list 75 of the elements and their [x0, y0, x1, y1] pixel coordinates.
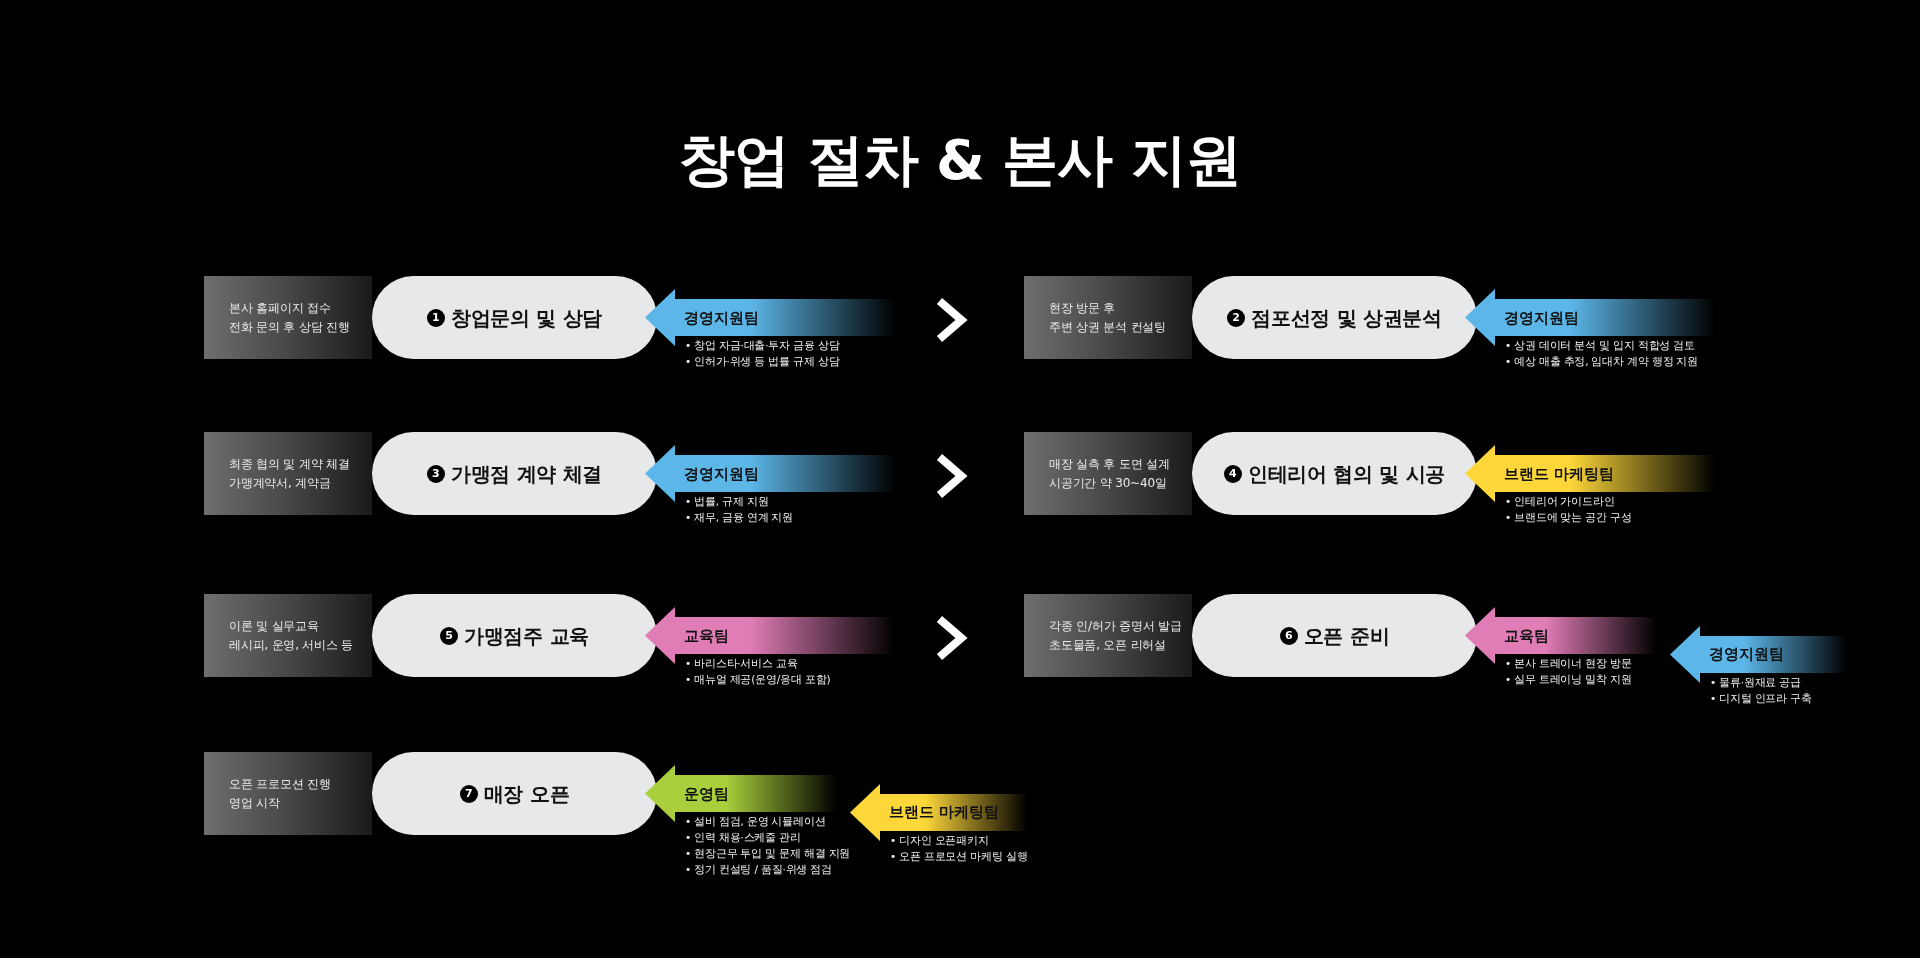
step-title: 창업문의 및 상담 [450, 305, 603, 330]
number-badge: 2 [1227, 308, 1246, 327]
description-text: 오픈 프로모션 진행 [229, 776, 331, 792]
support-item: • 물류·원재료 공급 [1710, 675, 1801, 688]
step-pill [372, 276, 657, 359]
support-item: • 디자인 오픈패키지 [890, 833, 989, 846]
support-item: • 창업 자금·대출·투자 금융 상담 [685, 339, 840, 351]
step-pill [1192, 432, 1477, 515]
step-pill [1192, 594, 1477, 677]
support-item: • 바리스타·서비스 교육 [685, 657, 798, 669]
support-item: • 상권 데이터 분석 및 입지 적합성 검토 [1505, 339, 1695, 351]
description-text: 주변 상권 분석 컨설팅 [1049, 319, 1167, 335]
team-label: 경영지원팀 [684, 465, 759, 482]
description-text: 영업 시작 [229, 795, 280, 811]
description-text: 가맹계약서, 계약금 [229, 475, 331, 491]
description-text: 본사 홈페이지 접수 [229, 300, 331, 316]
support-item: • 현장근무 투입 및 문제 해결 지원 [685, 847, 851, 859]
description-text: 시공기간 약 30~40일 [1049, 475, 1167, 491]
step-pill [372, 752, 657, 835]
step-pill [1192, 276, 1477, 359]
support-item: • 본사 트레이너 현장 방문 [1505, 657, 1632, 669]
description-band [1024, 594, 1192, 677]
description-text: 이론 및 실무교육 [229, 618, 319, 634]
description-text: 초도물품, 오픈 리허설 [1049, 637, 1167, 653]
support-item: • 인력 채용·스케줄 관리 [685, 831, 801, 843]
step-title: 점포선정 및 상권분석 [1251, 305, 1442, 330]
description-text: 레시피, 운영, 서비스 등 [229, 637, 354, 653]
team-label: 경영지원팀 [1504, 309, 1579, 326]
number-badge: 5 [440, 626, 459, 645]
description-band [204, 752, 372, 835]
support-item: • 디지털 인프라 구축 [1710, 691, 1812, 704]
chevron-arrow [936, 615, 968, 661]
description-band [1024, 276, 1192, 359]
team-label: 브랜드 마케팅팀 [1504, 465, 1615, 482]
description-band [204, 432, 372, 515]
support-item: • 브랜드에 맞는 공간 구성 [1505, 511, 1632, 523]
team-label: 교육팀 [684, 627, 729, 644]
description-text: 매장 실측 후 도면 설계 [1049, 456, 1170, 472]
support-item: • 법률, 규제 지원 [685, 495, 769, 507]
step-title: 오픈 준비 [1303, 623, 1390, 648]
step-title: 매장 오픈 [483, 781, 570, 806]
team-label: 교육팀 [1504, 627, 1549, 644]
description-text: 각종 인/허가 증명서 발급 [1049, 618, 1182, 634]
team-label: 경영지원팀 [1709, 645, 1784, 663]
number-badge: 6 [1279, 626, 1298, 645]
support-item: • 인테리어 가이드라인 [1505, 495, 1615, 507]
step-title: 인테리어 협의 및 시공 [1247, 461, 1446, 486]
chevron-arrow [936, 453, 968, 499]
support-item: • 재무, 금융 연계 지원 [685, 511, 794, 523]
description-text: 최종 협의 및 계약 체결 [229, 456, 350, 472]
team-label: 브랜드 마케팅팀 [889, 803, 1000, 821]
number-badge: 3 [426, 464, 445, 483]
support-item: • 설비 점검, 운영 시뮬레이션 [685, 815, 826, 827]
page-title: 창업 절차 & 본사 지원 [679, 128, 1241, 192]
step-pill [372, 432, 657, 515]
support-item: • 실무 트레이닝 밀착 지원 [1505, 673, 1632, 685]
step-pill [372, 594, 657, 677]
number-badge: 1 [426, 308, 445, 327]
number-badge: 4 [1223, 464, 1242, 483]
number-badge: 7 [459, 784, 478, 803]
team-label: 경영지원팀 [684, 309, 759, 326]
support-item: • 오픈 프로모션 마케팅 실행 [890, 849, 1028, 862]
step-title: 가맹점 계약 체결 [450, 461, 603, 486]
chevron-arrow [936, 297, 968, 343]
team-label: 운영팀 [684, 785, 729, 802]
description-band [204, 594, 372, 677]
description-band [204, 276, 372, 359]
description-band [1024, 432, 1192, 515]
description-text: 전화 문의 후 상담 진행 [229, 319, 350, 335]
step-title: 가맹점주 교육 [464, 623, 589, 648]
support-item: • 예상 매출 추정, 임대차 계약 행정 지원 [1505, 355, 1699, 367]
description-text: 현장 방문 후 [1049, 300, 1116, 316]
support-item: • 정기 컨설팅 / 품질·위생 점검 [685, 863, 832, 875]
support-item: • 매뉴얼 제공(운영/응대 포함) [685, 673, 831, 685]
support-item: • 인허가·위생 등 법률 규제 상담 [685, 355, 840, 367]
